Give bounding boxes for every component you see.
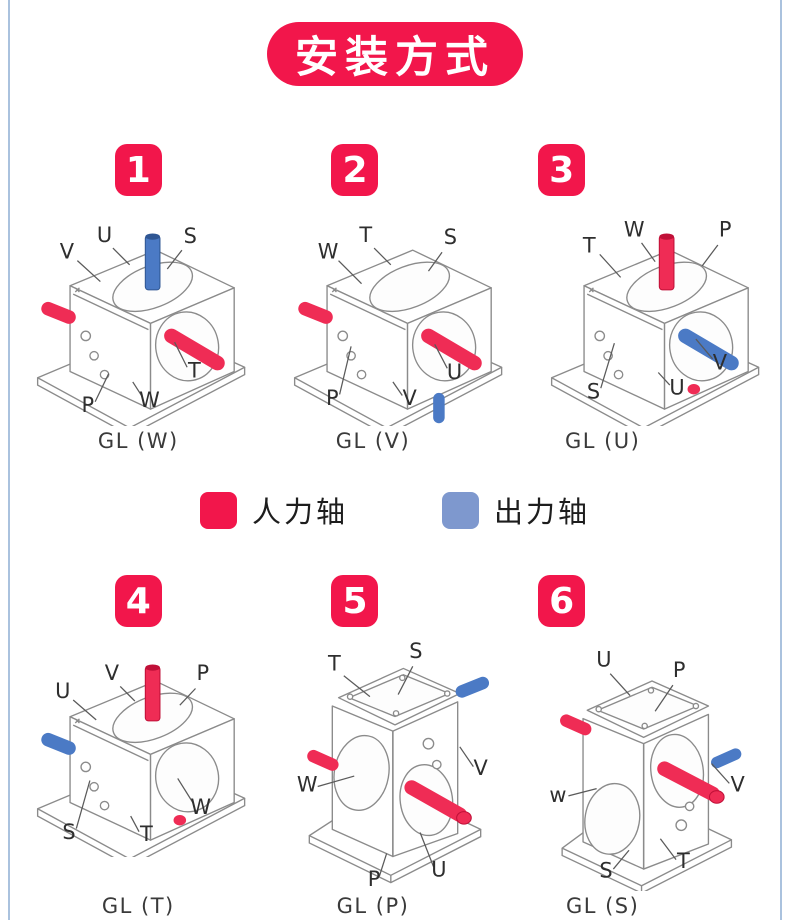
right-border-bar <box>780 0 790 920</box>
shaft-position-label: S <box>599 858 612 882</box>
shaft-position-label: W <box>318 240 339 264</box>
shaft-position-label: W <box>191 795 212 819</box>
shaft-position-label: P <box>673 658 686 682</box>
diagram-caption: GL (U) <box>564 429 641 453</box>
shaft-position-label: P <box>326 386 339 410</box>
shaft-position-label: W <box>624 218 645 242</box>
shaft-position-label: U <box>55 679 70 703</box>
gearbox-diagram-glt: U V P W T S <box>37 661 246 857</box>
legend-item-output: 出力轴 <box>442 489 590 531</box>
diagram-caption: GL (P) <box>336 894 410 918</box>
step-badge-2: 2 <box>331 144 379 196</box>
shaft-position-label: T <box>327 652 341 676</box>
shaft-position-label: V <box>474 756 489 780</box>
shaft-position-label: S <box>586 380 599 404</box>
step-badge-1: 1 <box>114 144 162 196</box>
gearbox-diagram-glu: T W P V U S <box>550 218 759 426</box>
gearbox-diagram-glv: WT S U V P <box>293 223 503 426</box>
shaft-position-label: P <box>719 218 732 242</box>
shaft-position-label: T <box>582 233 596 257</box>
shaft-position-label: U <box>596 647 611 671</box>
gearbox-diagram-glw: VU S T W P <box>37 223 246 426</box>
diagram-caption: GL (T) <box>101 894 175 918</box>
shaft-position-label: W <box>139 388 160 412</box>
left-border-bar <box>0 0 10 920</box>
gearbox-diagram-gls: U P VwS T <box>549 647 745 891</box>
shaft-position-label: U <box>97 223 112 247</box>
shaft-position-label: P <box>82 393 95 417</box>
shaft-position-label: T <box>358 223 372 247</box>
legend-label-output: 出力轴 <box>494 495 591 529</box>
diagram-caption: GL (S) <box>565 894 640 918</box>
shaft-position-label: P <box>197 661 210 685</box>
shaft-position-label: T <box>139 822 153 846</box>
shaft-position-label: W <box>297 773 318 797</box>
diagram-caption: GL (V) <box>335 429 411 453</box>
shaft-position-label: w <box>549 783 566 807</box>
shaft-position-label: P <box>368 867 381 891</box>
badge-row-1: 1 2 3 <box>10 144 780 196</box>
shaft-position-label: U <box>447 360 462 384</box>
step-badge-4: 4 <box>114 575 162 627</box>
page-title-text: 安装方式 <box>295 33 495 83</box>
diagram-caption: GL (W) <box>97 429 179 453</box>
step-badge-3: 3 <box>538 144 586 196</box>
step-badge-6: 6 <box>538 575 586 627</box>
shaft-position-label: U <box>669 375 684 399</box>
page-title: 安装方式 <box>267 22 523 86</box>
shaft-position-label: U <box>431 857 446 881</box>
legend-item-input: 人力轴 <box>199 489 348 531</box>
shaft-position-label: V <box>712 350 727 374</box>
shaft-position-label: S <box>184 224 197 248</box>
shaft-position-label: T <box>676 849 690 873</box>
shaft-legend: 人力轴 出力轴 <box>10 489 780 531</box>
legend-label-input: 人力轴 <box>251 495 348 529</box>
shaft-position-label: S <box>444 225 457 249</box>
shaft-position-label: V <box>730 773 745 797</box>
badge-row-2: 4 5 6 <box>10 575 780 627</box>
shaft-position-label: V <box>402 386 417 410</box>
gearbox-diagram-glp: T S V W P U <box>297 639 490 891</box>
output-shaft-swatch <box>442 491 479 529</box>
caption-row-1: GL (W) GL (V) GL (U) <box>10 428 780 455</box>
step-badge-5: 5 <box>331 575 379 627</box>
shaft-position-label: S <box>409 639 422 663</box>
shaft-position-label: V <box>60 240 75 264</box>
shaft-position-label: S <box>63 820 76 844</box>
shaft-position-label: T <box>187 359 201 383</box>
shaft-position-label: V <box>105 661 120 685</box>
input-shaft-swatch <box>199 491 237 529</box>
caption-row-2: GL (T) GL (P) GL (S) <box>10 893 780 920</box>
